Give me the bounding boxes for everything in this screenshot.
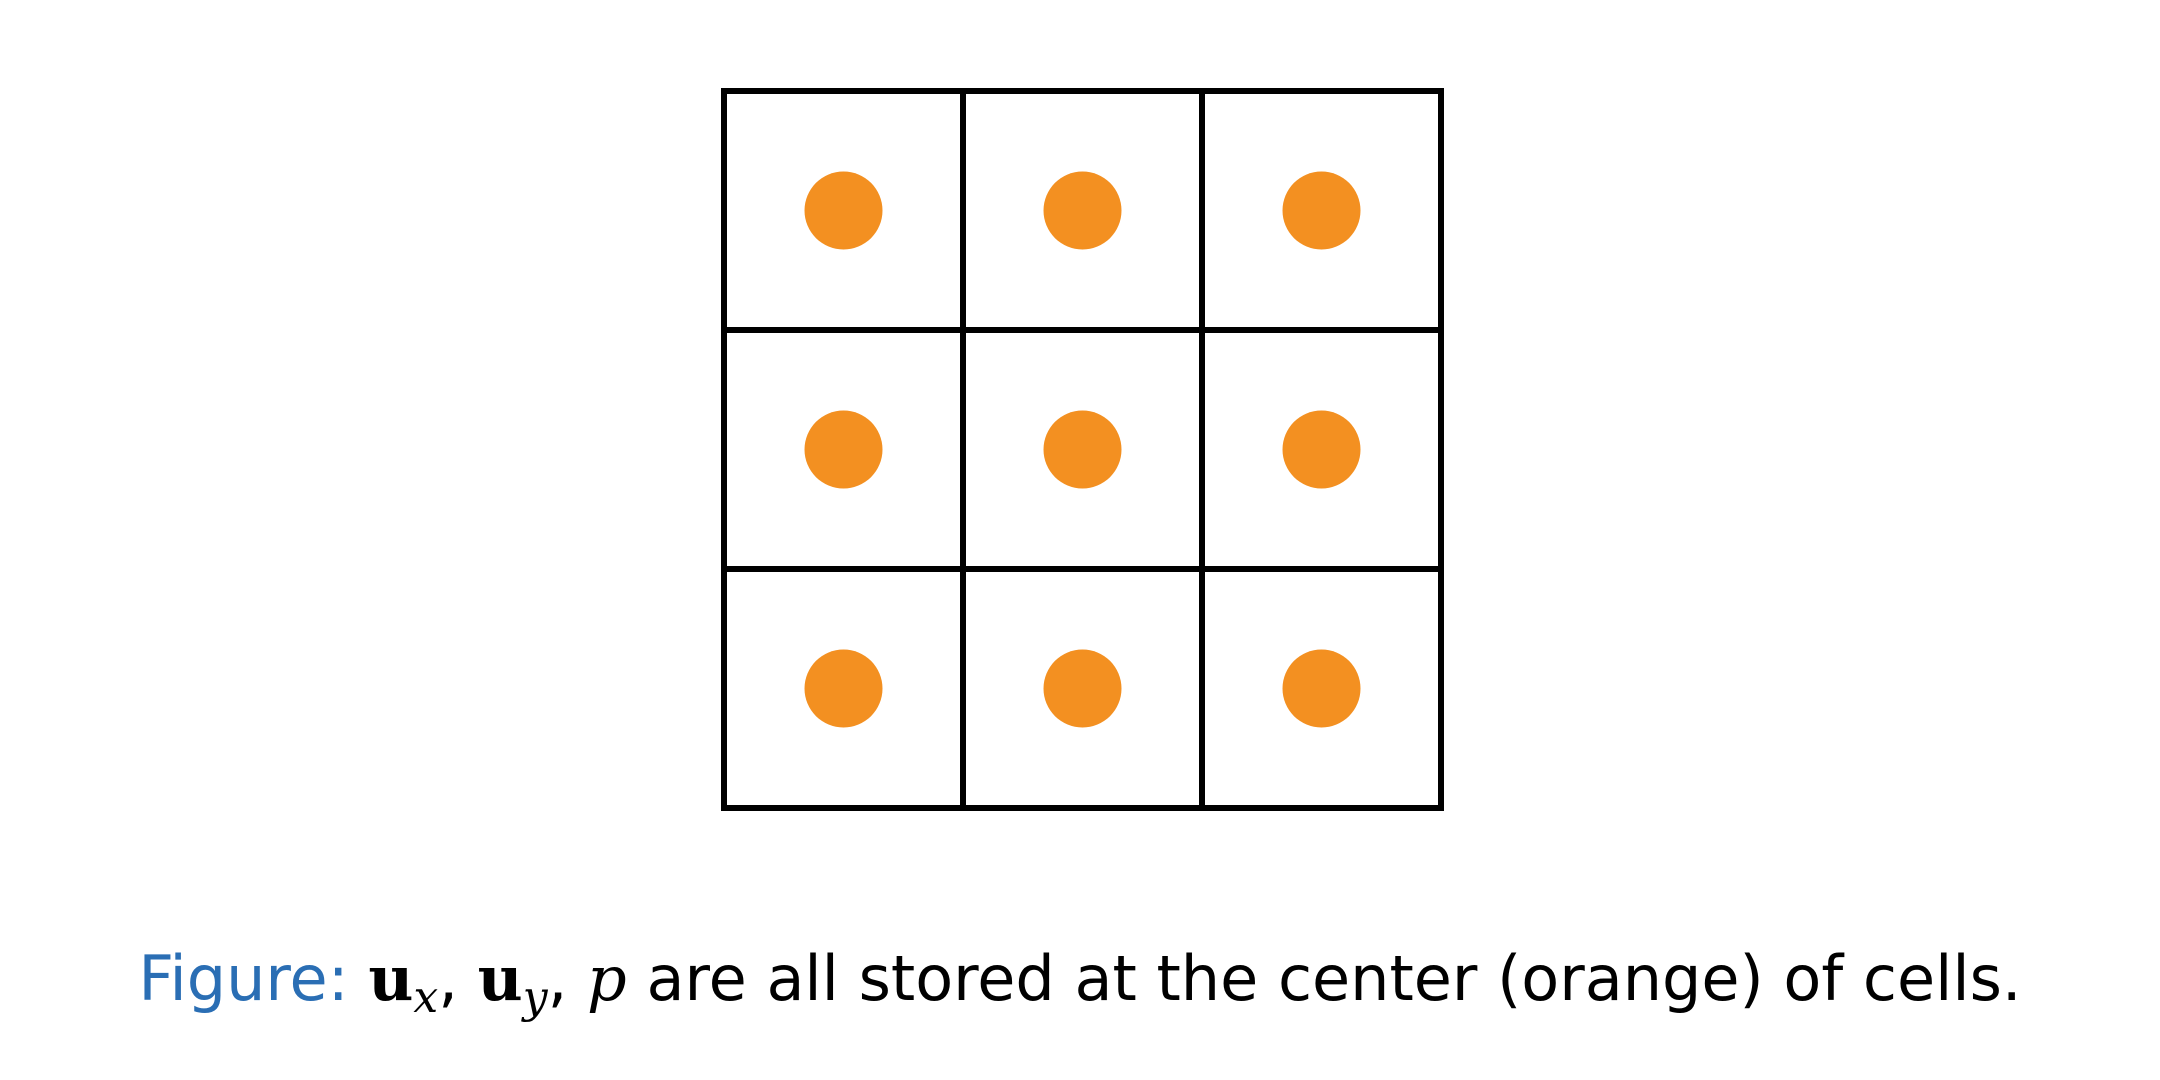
grid-cell-r3-c3 xyxy=(1199,566,1444,811)
cell-center-dot-r3-c1 xyxy=(804,649,883,728)
separator-1: , xyxy=(438,942,458,1015)
cell-center-dot-r2-c1 xyxy=(804,410,883,489)
cell-center-dot-r1-c3 xyxy=(1282,171,1361,250)
cell-centers-layer xyxy=(804,171,1361,728)
velocity-y-subscript: y xyxy=(522,972,548,1023)
velocity-y-symbol: uy xyxy=(477,942,548,1020)
pressure-letter: p xyxy=(587,942,627,1015)
velocity-x-base: u xyxy=(368,942,414,1015)
cells-layer xyxy=(721,88,1444,811)
caption-text: are all stored at the center (orange) of… xyxy=(646,942,2022,1015)
cell-center-dot-r3-c3 xyxy=(1282,649,1361,728)
separator-2: , xyxy=(547,942,568,1015)
velocity-x-symbol: ux xyxy=(368,942,438,1020)
cell-center-dot-r1-c2 xyxy=(1043,171,1122,250)
cell-center-dot-r2-c3 xyxy=(1282,410,1361,489)
cell-center-dot-r1-c1 xyxy=(804,171,883,250)
velocity-x-subscript: x xyxy=(413,972,439,1023)
figure-caption: Figure: ux, uy, p are all stored at the … xyxy=(0,948,2160,1020)
cell-center-dot-r2-c2 xyxy=(1043,410,1122,489)
figure-label: Figure: xyxy=(138,942,349,1015)
pressure-symbol: p xyxy=(587,942,627,1015)
velocity-y-base: u xyxy=(477,942,523,1015)
cell-center-dot-r3-c2 xyxy=(1043,649,1122,728)
